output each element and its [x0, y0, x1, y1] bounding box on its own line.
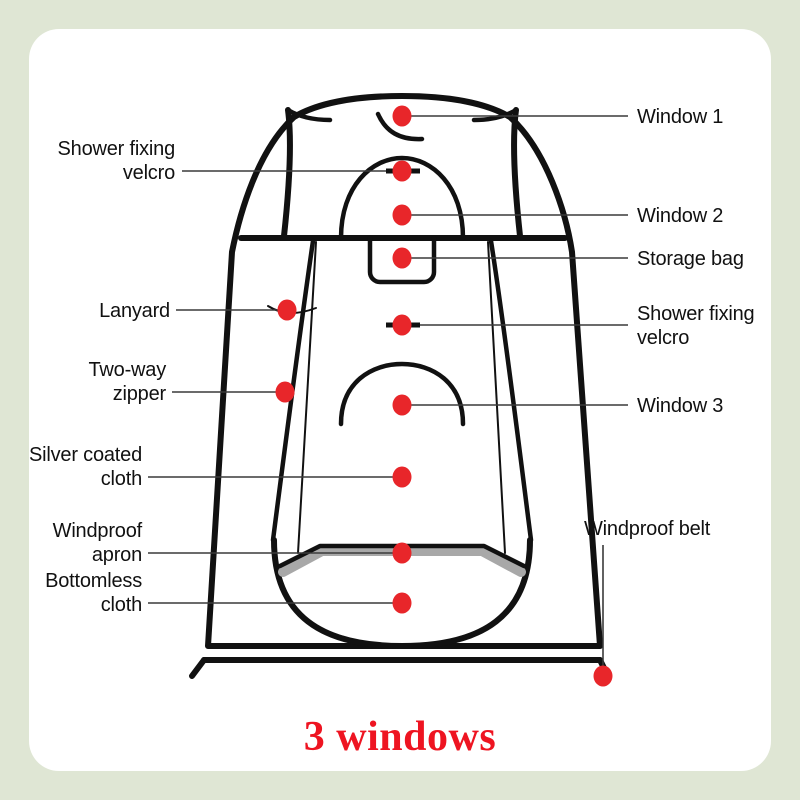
callout-label-shower-fixing-velcro-right: Shower fixing velcro [637, 303, 755, 350]
marker-dot-windproof-belt[interactable] [593, 665, 613, 687]
callout-label-shower-fixing-velcro-left: Shower fixing velcro [57, 138, 176, 185]
marker-dots-group [275, 105, 613, 687]
door-edge-right [487, 241, 506, 554]
door-edge-left [297, 241, 317, 554]
tent-canopy-outline [205, 93, 603, 649]
callout-label-window-1: Window 1 [637, 106, 724, 128]
marker-dot-shower-velcro-right[interactable] [392, 314, 412, 336]
callout-label-bottomless-cloth: Bottomless cloth [45, 570, 142, 617]
marker-dot-shower-velcro-left[interactable] [392, 160, 412, 182]
caption-3-windows: 3 windows [303, 714, 497, 760]
callout-label-window-3: Window 3 [637, 395, 724, 417]
marker-dot-window-1[interactable] [392, 105, 412, 127]
marker-dot-silver-coated-cloth[interactable] [392, 466, 412, 488]
storage-bag-pocket [367, 235, 437, 285]
callout-label-window-2: Window 2 [637, 205, 724, 227]
tent-outline-group [189, 93, 611, 679]
marker-dot-window-3[interactable] [392, 394, 412, 416]
marker-dot-bottomless-cloth[interactable] [392, 592, 412, 614]
bottomless-opening [271, 537, 533, 649]
marker-dot-window-2[interactable] [392, 204, 412, 226]
marker-dot-two-way-zipper[interactable] [275, 381, 295, 403]
window-3-arch [338, 361, 466, 427]
callout-label-windproof-apron: Windproof apron [52, 520, 143, 567]
marker-dot-lanyard[interactable] [277, 299, 297, 321]
window-2-arch [338, 155, 466, 241]
velcro-marker-group [386, 168, 420, 328]
leader-lines-group [148, 115, 628, 676]
callout-label-two-way-zipper: Two-way zipper [88, 359, 166, 406]
inner-wall-right [488, 238, 534, 543]
base-leg-left [189, 657, 207, 679]
marker-dot-storage-bag[interactable] [392, 247, 412, 269]
callout-label-silver-coated-cloth: Silver coated cloth [28, 444, 142, 491]
pole-right-edge [511, 107, 523, 239]
callout-label-windproof-belt: Windproof belt [584, 518, 711, 540]
callout-label-lanyard: Lanyard [99, 300, 170, 322]
top-vent-flap [375, 111, 425, 142]
callout-label-storage-bag: Storage bag [637, 248, 744, 270]
marker-dot-windproof-apron[interactable] [392, 542, 412, 564]
pole-left-edge [281, 107, 293, 239]
